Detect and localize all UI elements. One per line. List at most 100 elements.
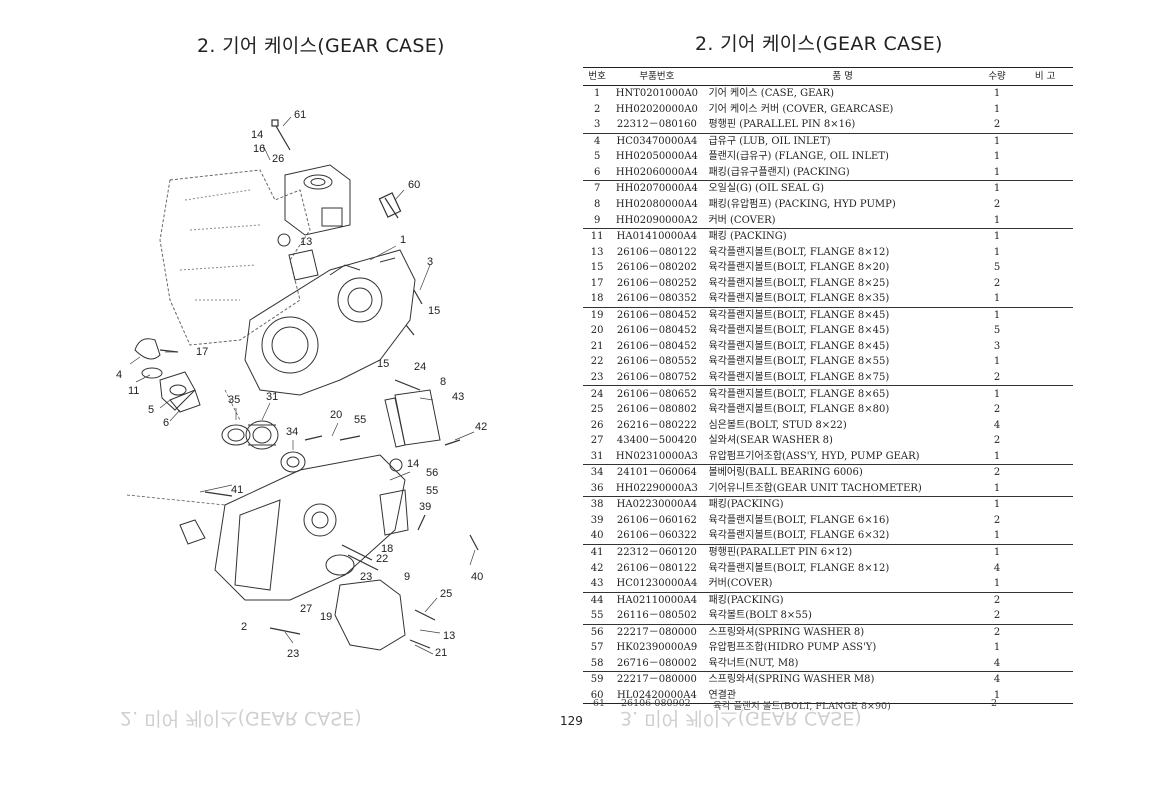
right-page: 2. 기어 케이스(GEAR CASE) 번호 부품번호 품 명 수량 비 고 … bbox=[560, 0, 1150, 787]
row-number: 39 bbox=[590, 514, 604, 526]
row-part-name: 육각플랜지볼트(BOLT, FLANGE 8×45) bbox=[708, 325, 890, 337]
row-part-name: 평행핀(PARALLET PIN 6×12) bbox=[708, 546, 853, 558]
row-quantity: 2 bbox=[993, 198, 1001, 210]
row-part-number: 26106－080452 bbox=[616, 325, 697, 337]
row-part-number: 26106－060322 bbox=[611, 528, 703, 545]
row-part-name: 유압펌프기어조합(ASS'Y, HYD, PUMP GEAR) bbox=[702, 448, 977, 466]
row-quantity: 1 bbox=[976, 212, 1018, 229]
row-quantity: 1 bbox=[993, 103, 1001, 115]
row-number: 26 bbox=[590, 419, 604, 431]
row-part-number: 26106－080652 bbox=[616, 388, 697, 400]
row-quantity: 1 bbox=[993, 499, 1001, 511]
row-part-name: 육각플랜지볼트(BOLT, FLANGE 8×12) bbox=[708, 246, 890, 258]
row-quantity: 1 bbox=[976, 164, 1018, 182]
row-remarks bbox=[1017, 433, 1073, 449]
row-part-number: HA02230000A4 bbox=[616, 499, 698, 511]
row-remarks bbox=[1017, 228, 1073, 244]
row-number: 5 bbox=[593, 151, 601, 163]
row-part-name: 유압펌프조합(HIDRO PUMP ASS'Y) bbox=[708, 642, 877, 654]
row-part-number: 26116－080502 bbox=[611, 608, 703, 625]
row-remarks bbox=[1017, 276, 1073, 292]
row-remarks bbox=[1017, 465, 1073, 481]
row-part-number: 22312－080160 bbox=[611, 117, 703, 134]
row-part-name: 육각플랜지볼트(BOLT, FLANGE 8×45) bbox=[708, 340, 890, 352]
row-number: 11 bbox=[590, 231, 604, 243]
row-remarks bbox=[1017, 133, 1073, 149]
extra-row-number: 61 bbox=[593, 698, 606, 709]
row-remarks bbox=[1017, 197, 1073, 213]
callout-23: 23 bbox=[360, 571, 372, 583]
callout-17: 17 bbox=[196, 346, 208, 358]
row-quantity: 4 bbox=[993, 419, 1001, 431]
row-remarks bbox=[1017, 307, 1073, 323]
callout-40: 40 bbox=[471, 571, 483, 583]
row-number: 7 bbox=[593, 183, 601, 195]
row-part-number: 26106－080352 bbox=[611, 291, 703, 308]
row-quantity: 2 bbox=[993, 514, 1001, 526]
row-quantity: 2 bbox=[976, 608, 1018, 625]
row-remarks bbox=[1017, 244, 1073, 260]
callout-1: 1 bbox=[400, 234, 406, 246]
row-quantity: 2 bbox=[993, 277, 1001, 289]
col-number-header: 번호 bbox=[583, 67, 612, 86]
row-part-number: 26106－080202 bbox=[616, 262, 697, 274]
row-remarks bbox=[1017, 212, 1073, 229]
row-remarks bbox=[1017, 480, 1073, 498]
row-remarks bbox=[1017, 624, 1073, 640]
row-remarks bbox=[1017, 117, 1073, 134]
row-quantity: 1 bbox=[993, 88, 1001, 100]
row-part-name: 패킹(PACKING) bbox=[708, 594, 784, 606]
row-part-name: 기어 케이스 (CASE, GEAR) bbox=[708, 88, 835, 100]
row-number: 22 bbox=[590, 356, 604, 368]
row-remarks bbox=[1017, 339, 1073, 355]
callout-56: 56 bbox=[426, 467, 438, 479]
row-quantity: 2 bbox=[976, 117, 1018, 134]
row-part-number: HH02020000A0 bbox=[615, 103, 698, 115]
row-quantity: 1 bbox=[993, 388, 1001, 400]
callout-39: 39 bbox=[419, 501, 431, 513]
callout-16: 16 bbox=[253, 143, 265, 155]
callout-14b: 14 bbox=[407, 458, 419, 470]
row-remarks bbox=[1017, 323, 1073, 339]
row-number: 44 bbox=[590, 594, 604, 606]
row-number: 18 bbox=[583, 291, 612, 308]
row-number: 2 bbox=[593, 103, 601, 115]
row-quantity: 2 bbox=[993, 435, 1001, 447]
row-remarks bbox=[1017, 655, 1073, 673]
row-number: 21 bbox=[590, 340, 604, 352]
row-part-name: 육각플랜지볼트(BOLT, FLANGE 8×55) bbox=[708, 356, 890, 368]
row-part-name: 플랜지(급유구) (FLANGE, OIL INLET) bbox=[708, 151, 889, 163]
row-part-name: 실와셔(SEAR WASHER 8) bbox=[708, 435, 833, 447]
row-number: 6 bbox=[583, 164, 612, 182]
row-part-name: 육각플랜지볼트(BOLT, FLANGE 8×12) bbox=[708, 562, 890, 574]
parts-table-header: 번호 부품번호 품 명 수량 비 고 bbox=[583, 67, 1073, 86]
callout-11: 11 bbox=[128, 385, 139, 397]
callout-31: 31 bbox=[266, 391, 278, 403]
row-part-name: 패킹(PACKING) bbox=[708, 499, 784, 511]
row-number: 43 bbox=[583, 575, 612, 593]
row-part-name: 평행핀 (PARALLEL PIN 8×16) bbox=[702, 117, 977, 134]
row-part-name: 오일실(G) (OIL SEAL G) bbox=[708, 183, 824, 195]
col-part-number-header: 부품번호 bbox=[611, 67, 703, 86]
row-part-number: 22217－080000 bbox=[616, 674, 697, 686]
row-part-number: HN02310000A3 bbox=[611, 448, 703, 466]
row-remarks bbox=[1017, 687, 1073, 705]
row-part-name: 심은볼트(BOLT, STUD 8×22) bbox=[708, 419, 847, 431]
